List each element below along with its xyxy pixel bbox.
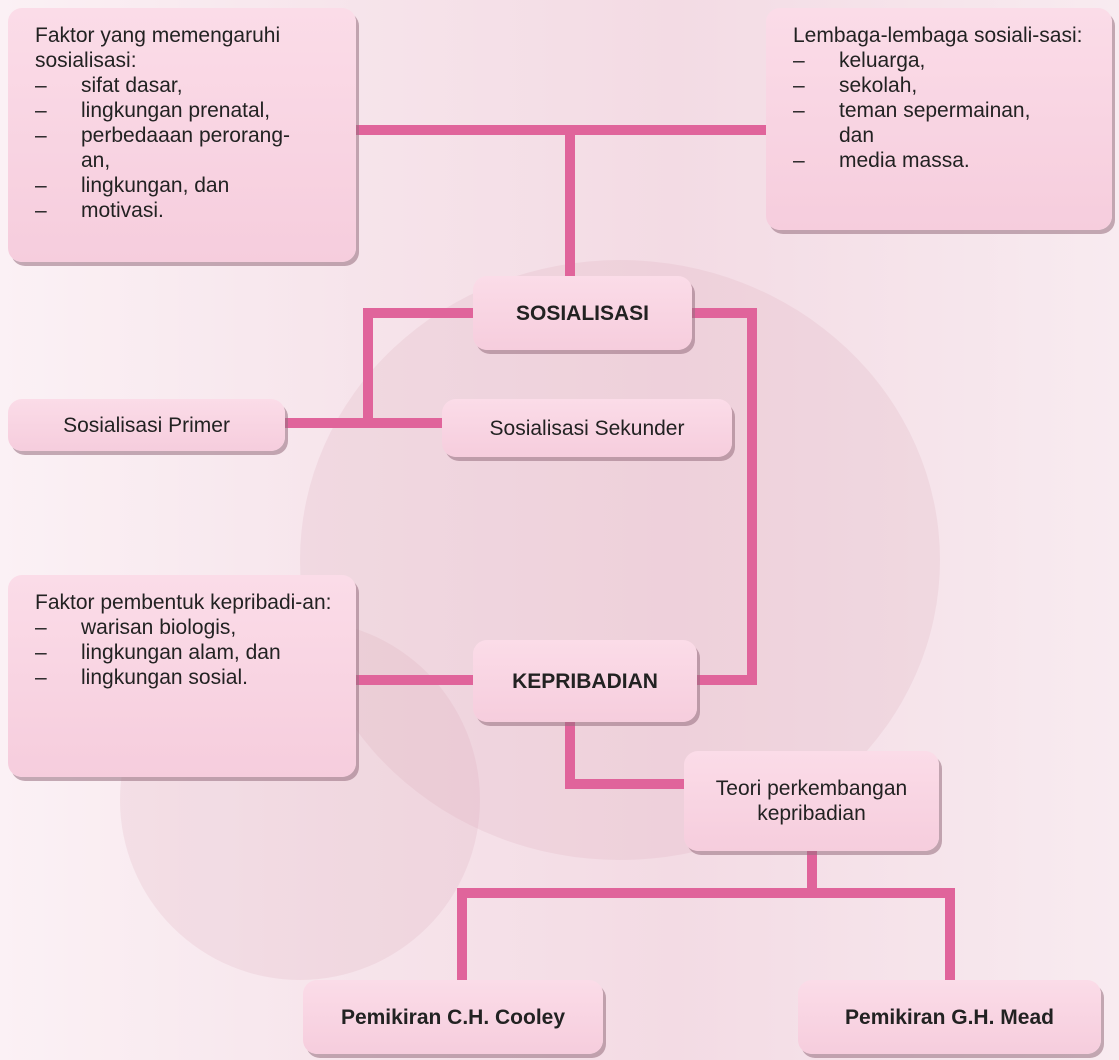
socialization-institutions-box: Lembaga-lembaga sosiali-sasi: –keluarga,… — [766, 8, 1112, 230]
personality-factors-title: Faktor pembentuk kepribadi-an: — [35, 591, 332, 614]
list-item: –keluarga, — [793, 49, 926, 72]
list-item: –lingkungan sosial. — [35, 666, 248, 689]
list-item: –sekolah, — [793, 74, 918, 97]
sosialisasi-node: SOSIALISASI — [473, 276, 692, 350]
list-item: –lingkungan, dan — [35, 174, 230, 197]
socialization-factors-title: Faktor yang memengaruhi sosialisasi: — [35, 24, 281, 72]
list-item: –teman sepermainan, — [793, 99, 1031, 122]
list-item: –warisan biologis, — [35, 616, 237, 639]
list-item: –lingkungan prenatal, — [35, 99, 271, 122]
sosialisasi-sekunder-node: Sosialisasi Sekunder — [442, 399, 732, 457]
socialization-institutions-list: –keluarga, –sekolah, –teman sepermainan,… — [793, 48, 1092, 173]
list-item: dan — [839, 124, 875, 147]
socialization-factors-list: –sifat dasar, –lingkungan prenatal, –per… — [35, 73, 336, 223]
personality-factors-box: Faktor pembentuk kepribadi-an: –warisan … — [8, 575, 356, 777]
kepribadian-node: KEPRIBADIAN — [473, 640, 697, 722]
sosialisasi-primer-node: Sosialisasi Primer — [8, 399, 285, 451]
list-item: –motivasi. — [35, 199, 164, 222]
list-item: –media massa. — [793, 149, 970, 172]
list-item: –sifat dasar, — [35, 74, 183, 97]
mead-node: Pemikiran G.H. Mead — [798, 980, 1101, 1054]
list-item: an, — [81, 149, 111, 172]
cooley-node: Pemikiran C.H. Cooley — [303, 980, 603, 1054]
socialization-institutions-title: Lembaga-lembaga sosiali-sasi: — [793, 24, 1083, 47]
list-item: –lingkungan alam, dan — [35, 641, 281, 664]
teori-node: Teori perkembangan kepribadian — [684, 751, 939, 851]
personality-factors-list: –warisan biologis, –lingkungan alam, dan… — [35, 615, 336, 690]
list-item: –perbedaaan perorang- — [35, 124, 290, 147]
socialization-factors-box: Faktor yang memengaruhi sosialisasi: –si… — [8, 8, 356, 262]
